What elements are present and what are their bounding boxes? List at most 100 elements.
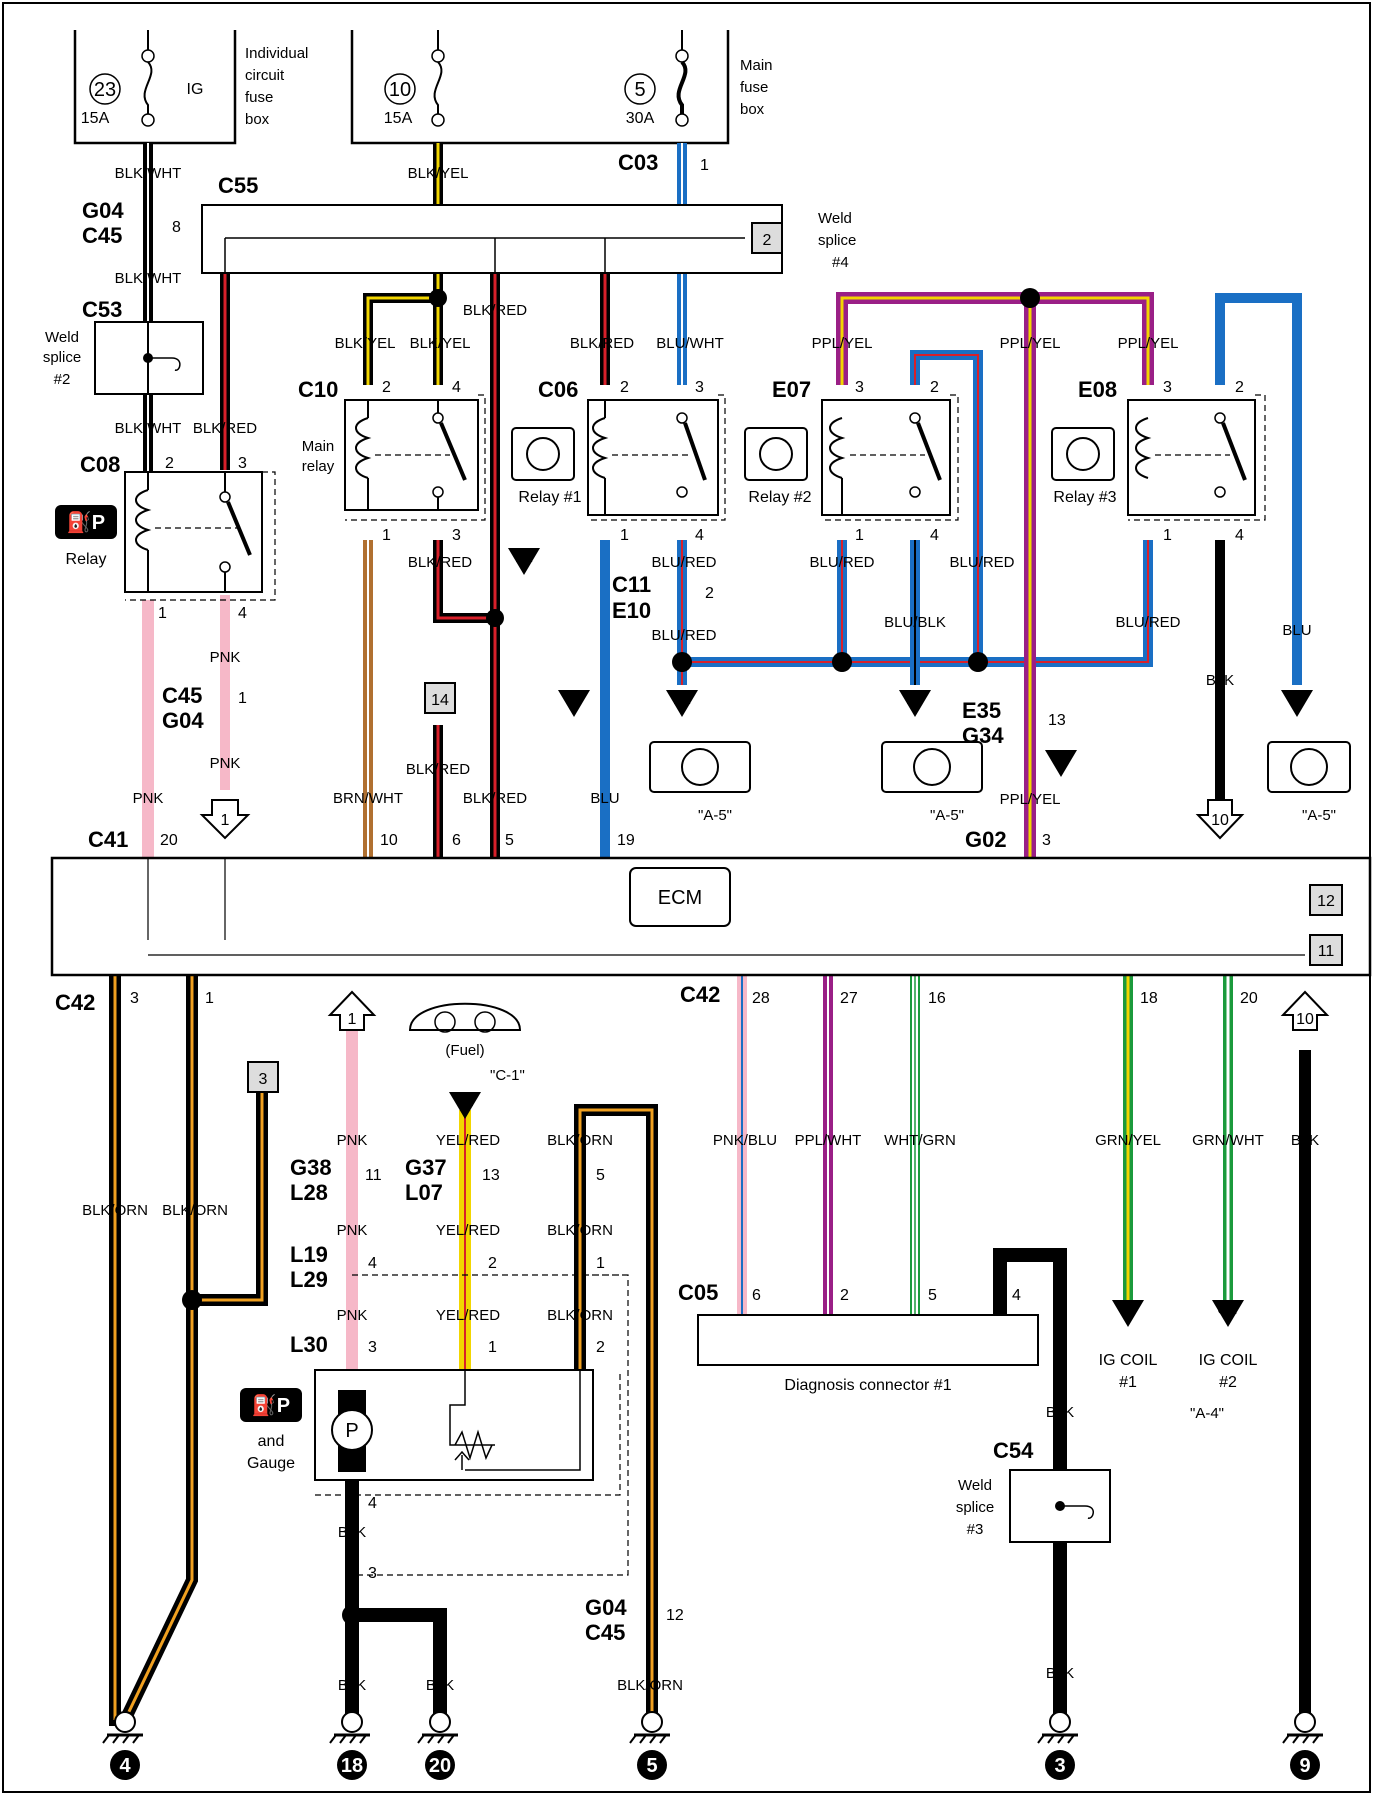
w-blk-red-2: BLK/RED: [463, 302, 527, 319]
w-blk-5: BLK: [1291, 1132, 1319, 1149]
pin-13: 13: [1048, 712, 1066, 729]
conn-c45b: C45: [162, 683, 202, 708]
pin-3b: 3: [452, 527, 461, 544]
w-blk-7: BLK: [1046, 1665, 1074, 1682]
main-fuse-box-label-2: fuse: [740, 79, 768, 96]
w-grn-wht: GRN/WHT: [1192, 1132, 1264, 1149]
weld-splice-3-l1: Weld: [958, 1477, 992, 1494]
w-blu-red-2: BLU/RED: [651, 627, 716, 644]
jump-1-b: 1: [348, 1011, 357, 1028]
main-relay: Main relay: [302, 394, 486, 521]
tag-gy: GY: [1119, 1303, 1136, 1317]
w-blk-wht-1: BLK/WHT: [115, 165, 182, 182]
gauge-label: Gauge: [247, 1455, 295, 1472]
pin-11: 11: [365, 1167, 382, 1184]
pin-3i: 3: [368, 1565, 377, 1582]
pin-2f: 2: [1235, 379, 1244, 396]
w-yel-red-1: YEL/RED: [436, 1132, 500, 1149]
w-blk-4: BLK: [426, 1677, 454, 1694]
w-ppl-yel-4: PPL/YEL: [1000, 791, 1061, 808]
conn-c42-left: C42: [55, 990, 95, 1015]
w-blk-wht-2: BLK/WHT: [115, 270, 182, 287]
w-blk-red-4: BLK/RED: [406, 761, 470, 778]
w-blk-orn-6: BLK/ORN: [617, 1677, 683, 1694]
pin-4b: 4: [452, 379, 461, 396]
conn-g04c: G04: [585, 1595, 627, 1620]
w-yel-red-2: YEL/RED: [436, 1222, 500, 1239]
weld-splice-4-l1: Weld: [818, 210, 852, 227]
pin-2b: 2: [382, 379, 391, 396]
ref-2-text: 2: [763, 232, 772, 249]
pin-3g: 3: [130, 990, 139, 1007]
w-pnk-6: PNK: [337, 1307, 368, 1324]
conn-c54: C54: [993, 1438, 1034, 1463]
pump-letter: P: [345, 1420, 358, 1442]
main-relay-l1: Main: [302, 438, 335, 455]
connector-labels: C03 C55 G04 C45 C53 C08 C10 C06 E07 E08 …: [55, 150, 1117, 1645]
w-blk-3: BLK: [338, 1677, 366, 1694]
wire-labels: BLK/WHT BLK/WHT BLK/WHT BLK/RED BLK/YEL …: [82, 165, 1319, 1694]
fuse-10-number: 10: [389, 79, 411, 101]
pin-2d: 2: [705, 585, 714, 602]
tag-yr: YR: [457, 1095, 474, 1109]
a5-ref-3: "A-5": [1302, 807, 1336, 824]
w-blk-6: BLK: [1046, 1404, 1074, 1421]
conn-g04b: G04: [162, 708, 204, 733]
w-pnk-5: PNK: [337, 1222, 368, 1239]
weld-splice-4-l2: splice: [818, 232, 856, 249]
ecm-label: ECM: [658, 887, 702, 909]
conn-c55: C55: [218, 173, 258, 198]
w-blu-red-3: BLU/RED: [809, 554, 874, 571]
w-blu-red-4: BLU/RED: [949, 554, 1014, 571]
conn-c06: C06: [538, 377, 578, 402]
ground-5: 5: [629, 1711, 670, 1780]
pin-13b: 13: [482, 1167, 500, 1184]
pin-12: 12: [666, 1607, 684, 1624]
w-blk-red-3: BLK/RED: [408, 554, 472, 571]
conn-c41: C41: [88, 827, 128, 852]
fan-icon: [1051, 427, 1115, 481]
tag-bb: BB: [906, 693, 924, 707]
main-relay-l2: relay: [302, 458, 335, 475]
w-ppl-yel-2: PPL/YEL: [1000, 335, 1061, 352]
fuse-box-label-4: box: [245, 111, 270, 128]
tag-b-2: B: [1293, 693, 1302, 707]
relay-label: Relay: [66, 551, 107, 568]
pin-16: 16: [928, 990, 946, 1007]
tag-triangles: BR B BR BB PY B YR GY GW: [449, 548, 1313, 1327]
pin-4e: 4: [1235, 527, 1244, 544]
ref-boxes: 14 3: [247, 682, 456, 1093]
fuel-label: (Fuel): [445, 1042, 484, 1059]
conn-e08: E08: [1078, 377, 1117, 402]
w-blk-yel-3: BLK/YEL: [410, 335, 471, 352]
conn-l19: L19: [290, 1242, 328, 1267]
fuel-pump-icon: ⛽P: [67, 510, 105, 534]
weld-splice-2: Weld splice #2: [43, 321, 204, 395]
weld-splice-3-l3: #3: [967, 1521, 984, 1538]
fuse-5-amp: 30A: [626, 110, 655, 127]
fuse-23-circuit: IG: [187, 81, 204, 98]
pin-4f: 4: [368, 1255, 377, 1272]
pin-1f: 1: [855, 527, 864, 544]
ref-11-text: 11: [1318, 943, 1335, 960]
pin-6b: 6: [752, 1287, 761, 1304]
relay-1: Relay #1: [511, 394, 726, 521]
ground-20: 20: [417, 1711, 458, 1780]
w-pnk-3: PNK: [133, 790, 164, 807]
pin-20: 18: [1140, 990, 1158, 1007]
w-pnk-2: PNK: [210, 755, 241, 772]
conn-l28: L28: [290, 1180, 328, 1205]
conn-g37: G37: [405, 1155, 447, 1180]
w-blu-1: BLU: [1282, 622, 1311, 639]
weld-splice-2-l1: Weld: [45, 329, 79, 346]
w-blk-orn-4: BLK/ORN: [547, 1222, 613, 1239]
conn-l29: L29: [290, 1267, 328, 1292]
weld-splice-4-l3: #4: [832, 254, 849, 271]
weld-splice-2-l3: #2: [54, 371, 71, 388]
conn-c03: C03: [618, 150, 658, 175]
pin-1g: 1: [1163, 527, 1172, 544]
ref-14-text: 14: [431, 692, 449, 709]
conn-c10: C10: [298, 377, 338, 402]
